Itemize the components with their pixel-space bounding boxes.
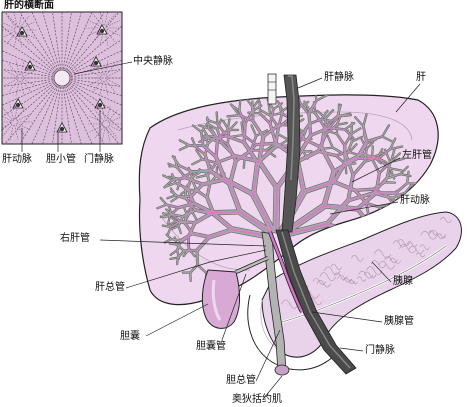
- label-right-hepatic-duct: 右肝管: [60, 233, 90, 244]
- label-inset-bile-ductule: 胆小管: [46, 154, 76, 165]
- label-cystic-duct: 胆囊管: [196, 341, 226, 352]
- label-hepatic-artery: 肝动脉: [400, 195, 430, 206]
- inset-cross-section: [1, 11, 123, 145]
- central-vein-shape: [53, 69, 71, 87]
- gallbladder-shape: [201, 269, 240, 329]
- label-hepatic-vein: 肝静脉: [324, 72, 354, 83]
- label-pancreas: 胰腺: [393, 276, 413, 287]
- label-common-bile-duct: 胆总管: [226, 375, 256, 386]
- hepatic-vein-shape: [267, 73, 301, 233]
- label-liver: 肝: [416, 72, 426, 83]
- label-gallbladder: 胆囊: [120, 331, 140, 342]
- label-pancreatic-duct: 胰腺管: [384, 316, 414, 327]
- label-inset-portal-vein: 门静脉: [84, 154, 114, 165]
- label-common-hepatic-duct: 肝总管: [95, 282, 125, 293]
- label-left-hepatic-duct: 左肝管: [402, 150, 432, 161]
- hepatic-artery-shape: [268, 231, 304, 313]
- label-inset-hepatic-artery: 肝动脉: [2, 154, 32, 165]
- label-sphincter-of-oddi: 奥狄括约肌: [232, 394, 282, 405]
- label-central-vein: 中央静脉: [133, 56, 173, 67]
- label-portal-vein: 门静脉: [365, 345, 395, 356]
- leader-lines: [21, 61, 421, 399]
- inset-title: 肝的横断面: [4, 0, 54, 11]
